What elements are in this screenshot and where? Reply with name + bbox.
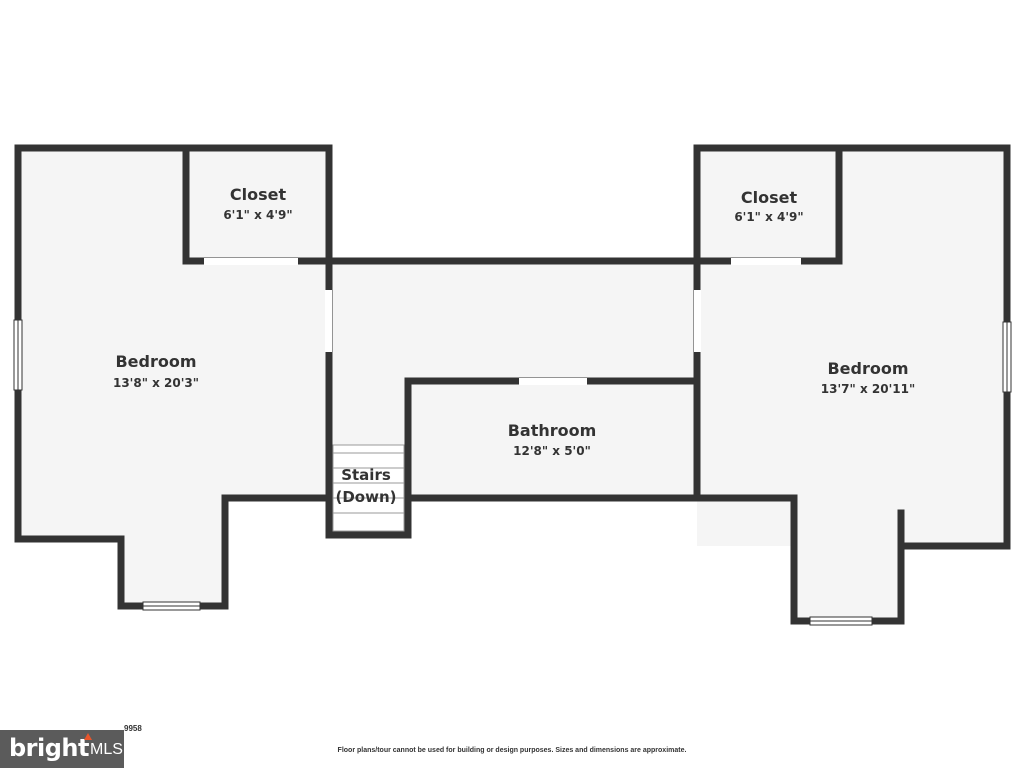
left-bedroom-floor (18, 148, 329, 498)
hall-floor (329, 261, 697, 381)
right-bedroom-dims: 13'7" x 20'11" (821, 382, 915, 396)
stairs-label-line1: Stairs (341, 466, 391, 484)
logo-wordmark: bright (9, 734, 89, 762)
right-bedroom-name: Bedroom (827, 359, 908, 378)
bathroom-dims: 12'8" x 5'0" (513, 444, 591, 458)
openings (13, 258, 1012, 626)
stairs-label-line2: (Down) (335, 488, 396, 506)
door-left-bedroom (325, 290, 332, 352)
walls (14, 144, 1011, 625)
left-closet-name: Closet (230, 185, 287, 204)
logo-mls-text: MLS (90, 741, 123, 758)
right-closet-name: Closet (741, 188, 798, 207)
left-bay-floor (121, 498, 225, 606)
door-right-closet (731, 258, 801, 265)
right-bay-floor (794, 498, 901, 621)
door-bathroom (519, 378, 587, 385)
right-bedroom-floor (697, 148, 1007, 498)
right-closet-dims: 6'1" x 4'9" (734, 210, 803, 224)
left-bedroom-floor-lower (18, 498, 121, 539)
bathroom-floor (408, 381, 697, 498)
door-right-bedroom (694, 290, 701, 352)
room-labels: Bedroom 13'8" x 20'3" Closet 6'1" x 4'9"… (113, 185, 915, 506)
left-bedroom-dims: 13'8" x 20'3" (113, 376, 199, 390)
left-closet-dims: 6'1" x 4'9" (223, 208, 292, 222)
logo-accent-icon (84, 733, 92, 740)
bathroom-name: Bathroom (508, 421, 597, 440)
left-bedroom-name: Bedroom (115, 352, 196, 371)
bright-mls-logo: bright MLS (0, 730, 124, 768)
wall-left-bedroom (14, 144, 333, 610)
stair-treads (332, 444, 405, 532)
door-left-closet (204, 258, 298, 265)
floorplan-disclaimer: Floor plans/tour cannot be used for buil… (337, 747, 687, 754)
